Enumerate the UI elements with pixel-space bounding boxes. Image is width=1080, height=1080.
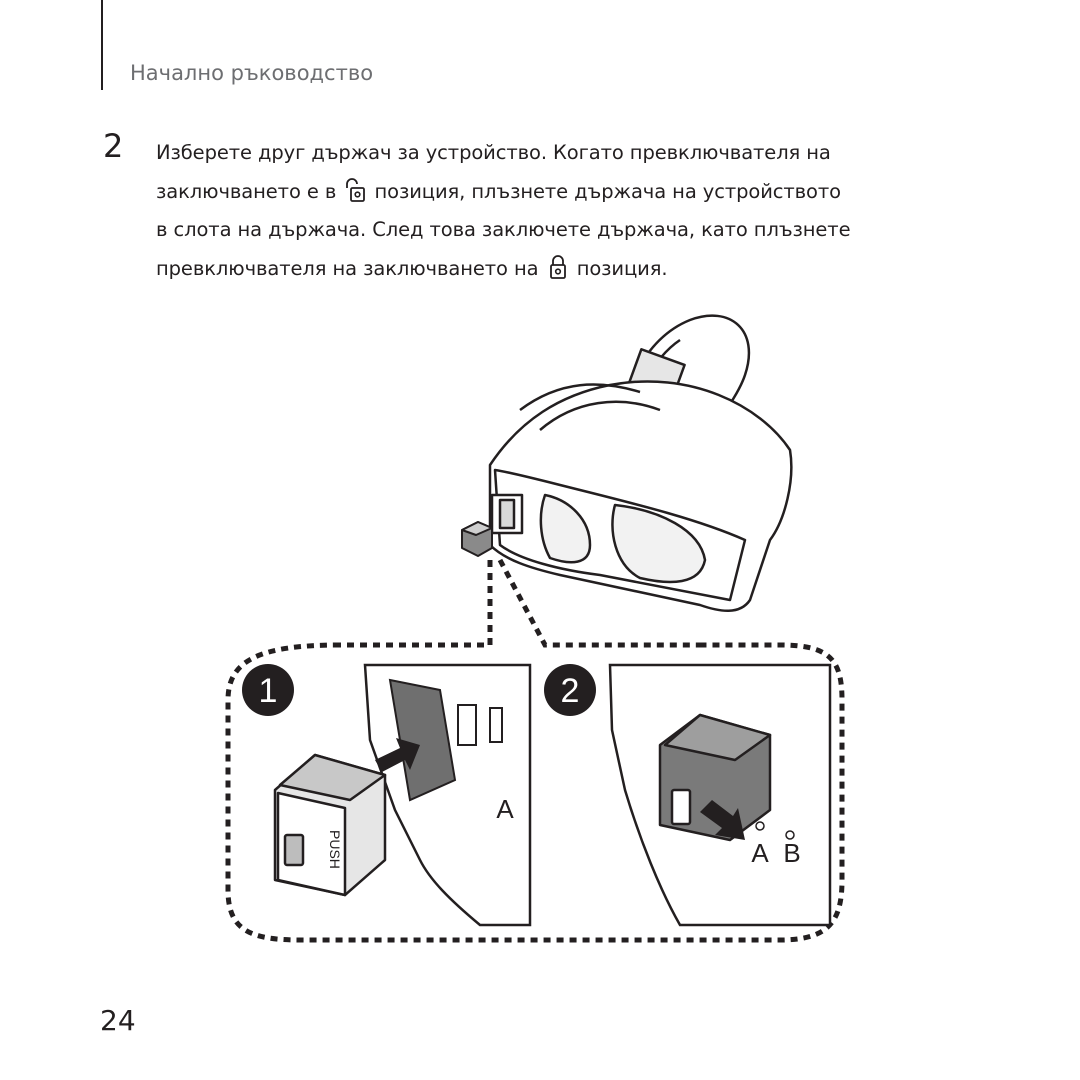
step-line-4-after: позиция. bbox=[576, 256, 668, 280]
arrow-icon bbox=[375, 738, 420, 772]
device-holder-icon bbox=[461, 521, 493, 557]
step-instructions: Изберете друг държач за устройство. Кога… bbox=[156, 134, 916, 288]
unlock-icon bbox=[346, 177, 366, 202]
vr-headset-icon bbox=[488, 314, 793, 612]
callout-1: 1 bbox=[259, 672, 278, 710]
step-line-4: превключвателя на заключването на позици… bbox=[156, 250, 916, 289]
slot-label-a-left: A bbox=[496, 794, 514, 824]
holder-push-label: PUSH bbox=[327, 830, 343, 869]
panel-2: 2 A B bbox=[544, 663, 832, 927]
section-title: Начално ръководство bbox=[130, 61, 374, 85]
step-number: 2 bbox=[103, 127, 124, 165]
step-line-2: заключването е в позиция, плъзнете държа… bbox=[156, 173, 916, 212]
slot-label-a-right: A bbox=[751, 838, 769, 868]
step-line-3: в слота на държача. След това заключете … bbox=[156, 218, 851, 241]
step-line-2-after: позиция, плъзнете държача на устройствот… bbox=[374, 179, 841, 203]
step-line-1: Изберете друг държач за устройство. Кога… bbox=[156, 141, 831, 164]
slot-label-b-right: B bbox=[783, 838, 800, 868]
arrow-icon bbox=[700, 800, 745, 840]
callout-2: 2 bbox=[561, 672, 580, 710]
panel-1: 1 A PUSH bbox=[242, 663, 532, 927]
page-number: 24 bbox=[100, 1004, 136, 1037]
step-line-4-before: превключвателя на заключването на bbox=[156, 256, 539, 280]
header-rule bbox=[101, 0, 103, 90]
step-line-2-before: заключването е в bbox=[156, 179, 337, 203]
lock-icon bbox=[549, 254, 566, 279]
